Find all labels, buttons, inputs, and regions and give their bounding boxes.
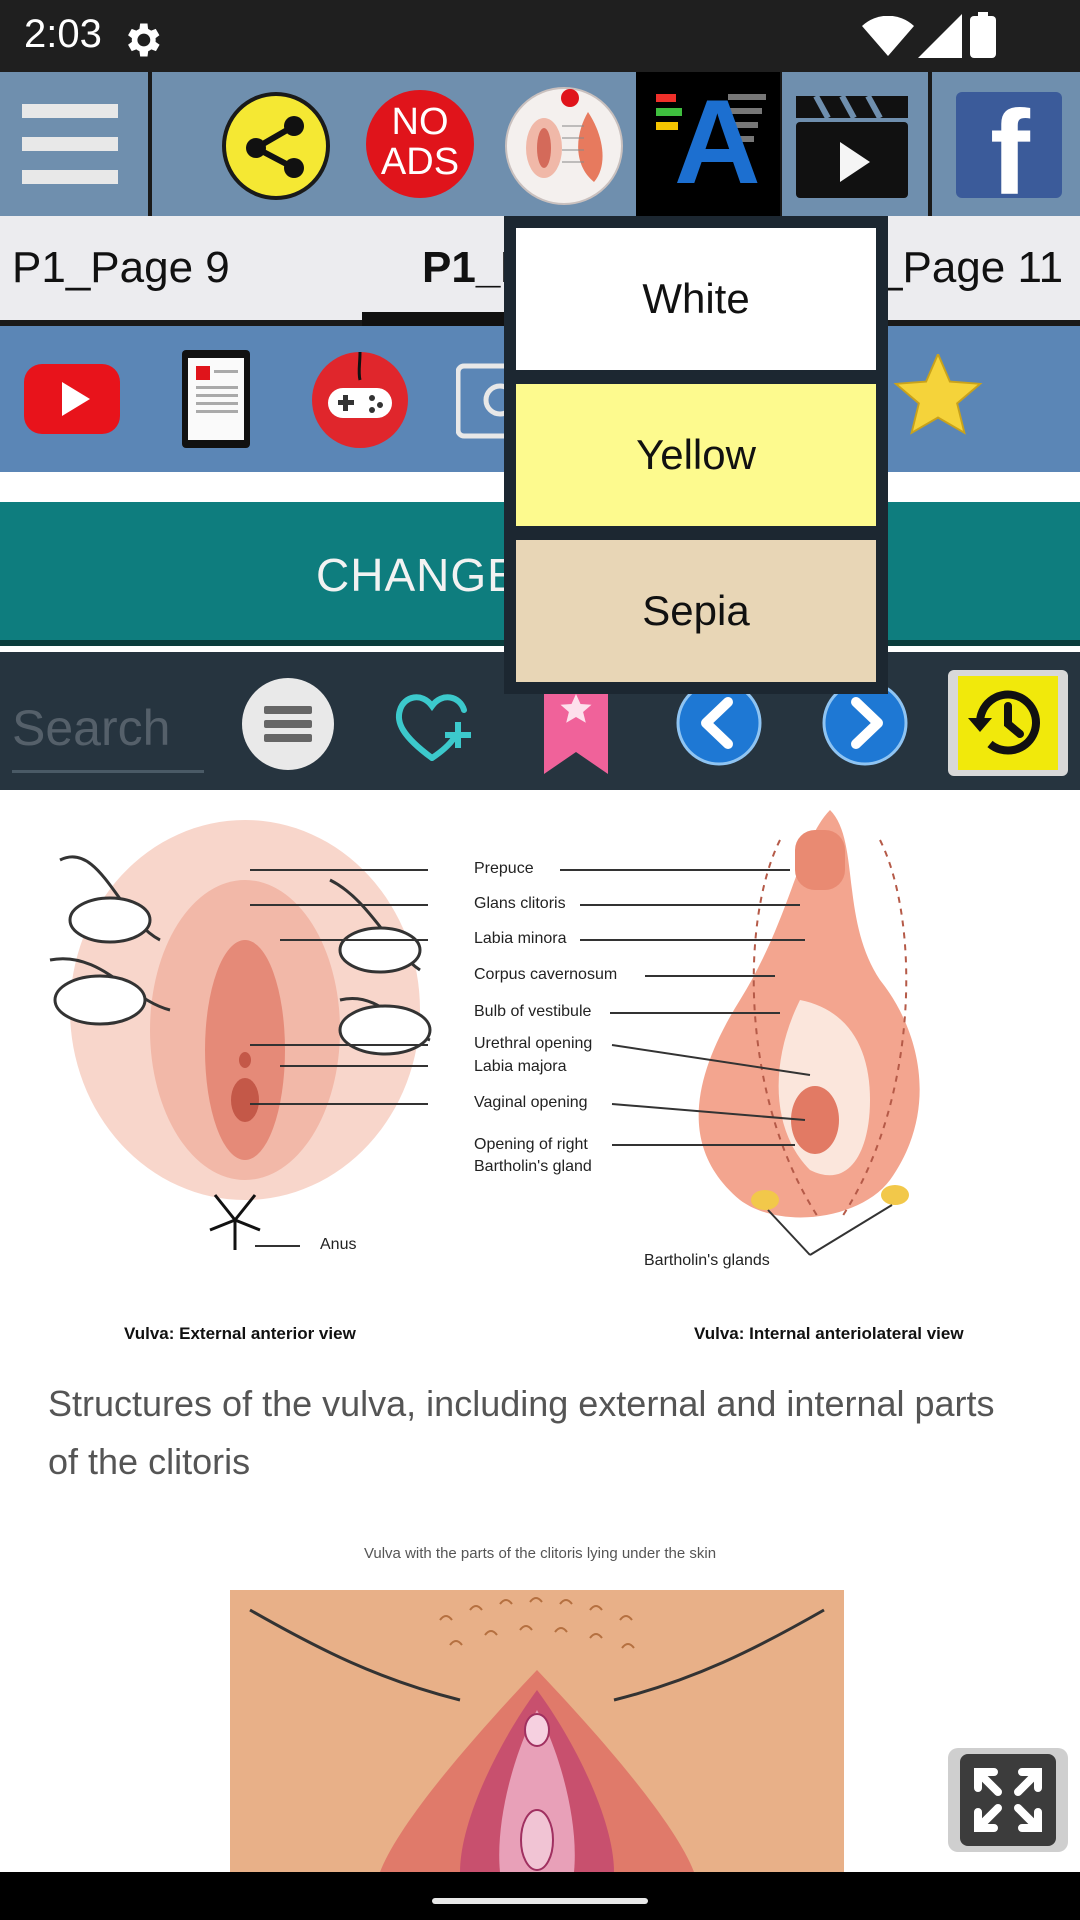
- label-bartholins-glands: Bartholin's glands: [644, 1252, 770, 1269]
- tab-page-11[interactable]: _Page 11: [878, 243, 1064, 292]
- add-favorite-heart-icon[interactable]: [392, 688, 472, 764]
- home-gesture-handle[interactable]: [432, 1898, 648, 1904]
- share-icon[interactable]: [222, 92, 330, 200]
- history-button[interactable]: [948, 670, 1068, 776]
- youtube-icon[interactable]: [24, 364, 120, 434]
- video-clapper-icon[interactable]: [796, 92, 908, 198]
- change-button-label: CHANGE: [316, 549, 519, 601]
- option-label-white: White: [642, 275, 750, 322]
- text-bars-icon: [656, 94, 682, 130]
- toolbar-divider: [148, 72, 152, 216]
- label-vaginal-opening: Vaginal opening: [474, 1094, 588, 1111]
- facebook-button[interactable]: f: [956, 92, 1062, 198]
- figure-caption-external: Vulva: External anterior view: [124, 1324, 356, 1343]
- app-thumbnail-icon[interactable]: [504, 86, 624, 206]
- label-bulb-of-vestibule: Bulb of vestibule: [474, 1003, 592, 1020]
- menu-icon[interactable]: [22, 100, 118, 188]
- label-anus: Anus: [320, 1236, 357, 1253]
- list-menu-icon[interactable]: [240, 676, 336, 772]
- bookmark-icon[interactable]: [544, 680, 608, 774]
- tab-page-9[interactable]: P1_Page 9: [12, 243, 230, 292]
- toolbar-divider: [778, 72, 782, 216]
- label-glans-clitoris: Glans clitoris: [474, 895, 566, 912]
- label-opening-of-right: Opening of right: [474, 1136, 588, 1153]
- expand-icon: [960, 1754, 1056, 1846]
- figure2-title: Vulva with the parts of the clitoris lyi…: [363, 1545, 717, 1562]
- dropdown-option-yellow[interactable]: Yellow: [516, 384, 876, 526]
- option-label-yellow: Yellow: [636, 431, 756, 478]
- label-labia-majora: Labia majora: [474, 1058, 567, 1075]
- figure-caption-internal: Vulva: Internal anteriolateral view: [694, 1324, 964, 1343]
- vulva-skin-figure: [230, 1590, 844, 1872]
- no-ads-label-line1: NO: [391, 101, 449, 143]
- font-icon-letter: A: [674, 75, 761, 209]
- dropdown-option-sepia[interactable]: Sepia: [516, 540, 876, 682]
- option-label-sepia: Sepia: [642, 587, 750, 634]
- ebook-icon[interactable]: [182, 350, 250, 448]
- game-controller-icon[interactable]: [310, 350, 410, 450]
- facebook-icon: f: [990, 92, 1030, 198]
- history-icon: [958, 676, 1058, 770]
- fullscreen-button[interactable]: [948, 1748, 1068, 1852]
- label-bartholins-gland: Bartholin's gland: [474, 1158, 592, 1175]
- cellular-signal-icon: [918, 14, 962, 58]
- vulva-anatomy-figure: [49, 810, 920, 1256]
- label-labia-minora: Labia minora: [474, 930, 567, 947]
- wifi-icon: [862, 16, 914, 56]
- search-input[interactable]: [12, 686, 204, 773]
- background-color-dropdown: White Yellow Sepia: [504, 216, 888, 694]
- no-ads-button[interactable]: NO ADS: [366, 90, 474, 198]
- no-ads-label-line2: ADS: [380, 141, 460, 183]
- font-settings-button[interactable]: A: [636, 72, 780, 216]
- status-time: 2:03: [24, 12, 102, 56]
- star-icon[interactable]: [892, 354, 984, 442]
- image-caption: Structures of the vulva, including exter…: [48, 1383, 995, 1482]
- system-navigation-bar: [0, 1872, 1080, 1920]
- dropdown-option-white[interactable]: White: [516, 228, 876, 370]
- previous-page-icon[interactable]: [676, 680, 762, 766]
- battery-icon: [970, 12, 996, 58]
- text-lines-icon: [728, 94, 766, 142]
- label-prepuce: Prepuce: [474, 860, 534, 877]
- gear-icon: [128, 23, 160, 57]
- label-urethral-opening: Urethral opening: [474, 1035, 593, 1052]
- label-corpus-cavernosum: Corpus cavernosum: [474, 966, 618, 983]
- toolbar-divider: [928, 72, 932, 216]
